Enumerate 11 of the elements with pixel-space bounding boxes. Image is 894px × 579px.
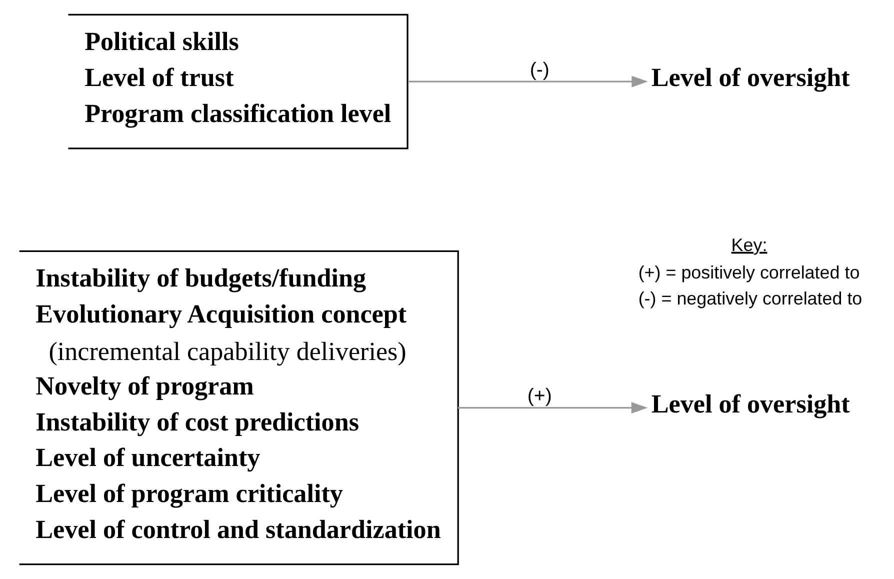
arrow (408, 76, 648, 88)
node-text: Political skills Level of trust Program classification level (84, 27, 391, 128)
node-text: Level of oversight (650, 389, 850, 418)
label: (+) = positively correlated to (638, 262, 860, 283)
label: (-) = negatively correlated to (638, 288, 862, 309)
arrow (457, 402, 648, 414)
node-text: Instability of budgets/funding Evolutionary Acquisition concept (incremental capability deliveries) Novelty of program Instability of cost predictions Level of uncertainty Level of program criticality Level of control and standardization (35, 264, 440, 544)
edge-label: (-) (529, 58, 549, 81)
edge-label: (+) (526, 385, 552, 408)
node-text: Level of oversight (650, 63, 850, 92)
label: Key: (730, 234, 767, 255)
